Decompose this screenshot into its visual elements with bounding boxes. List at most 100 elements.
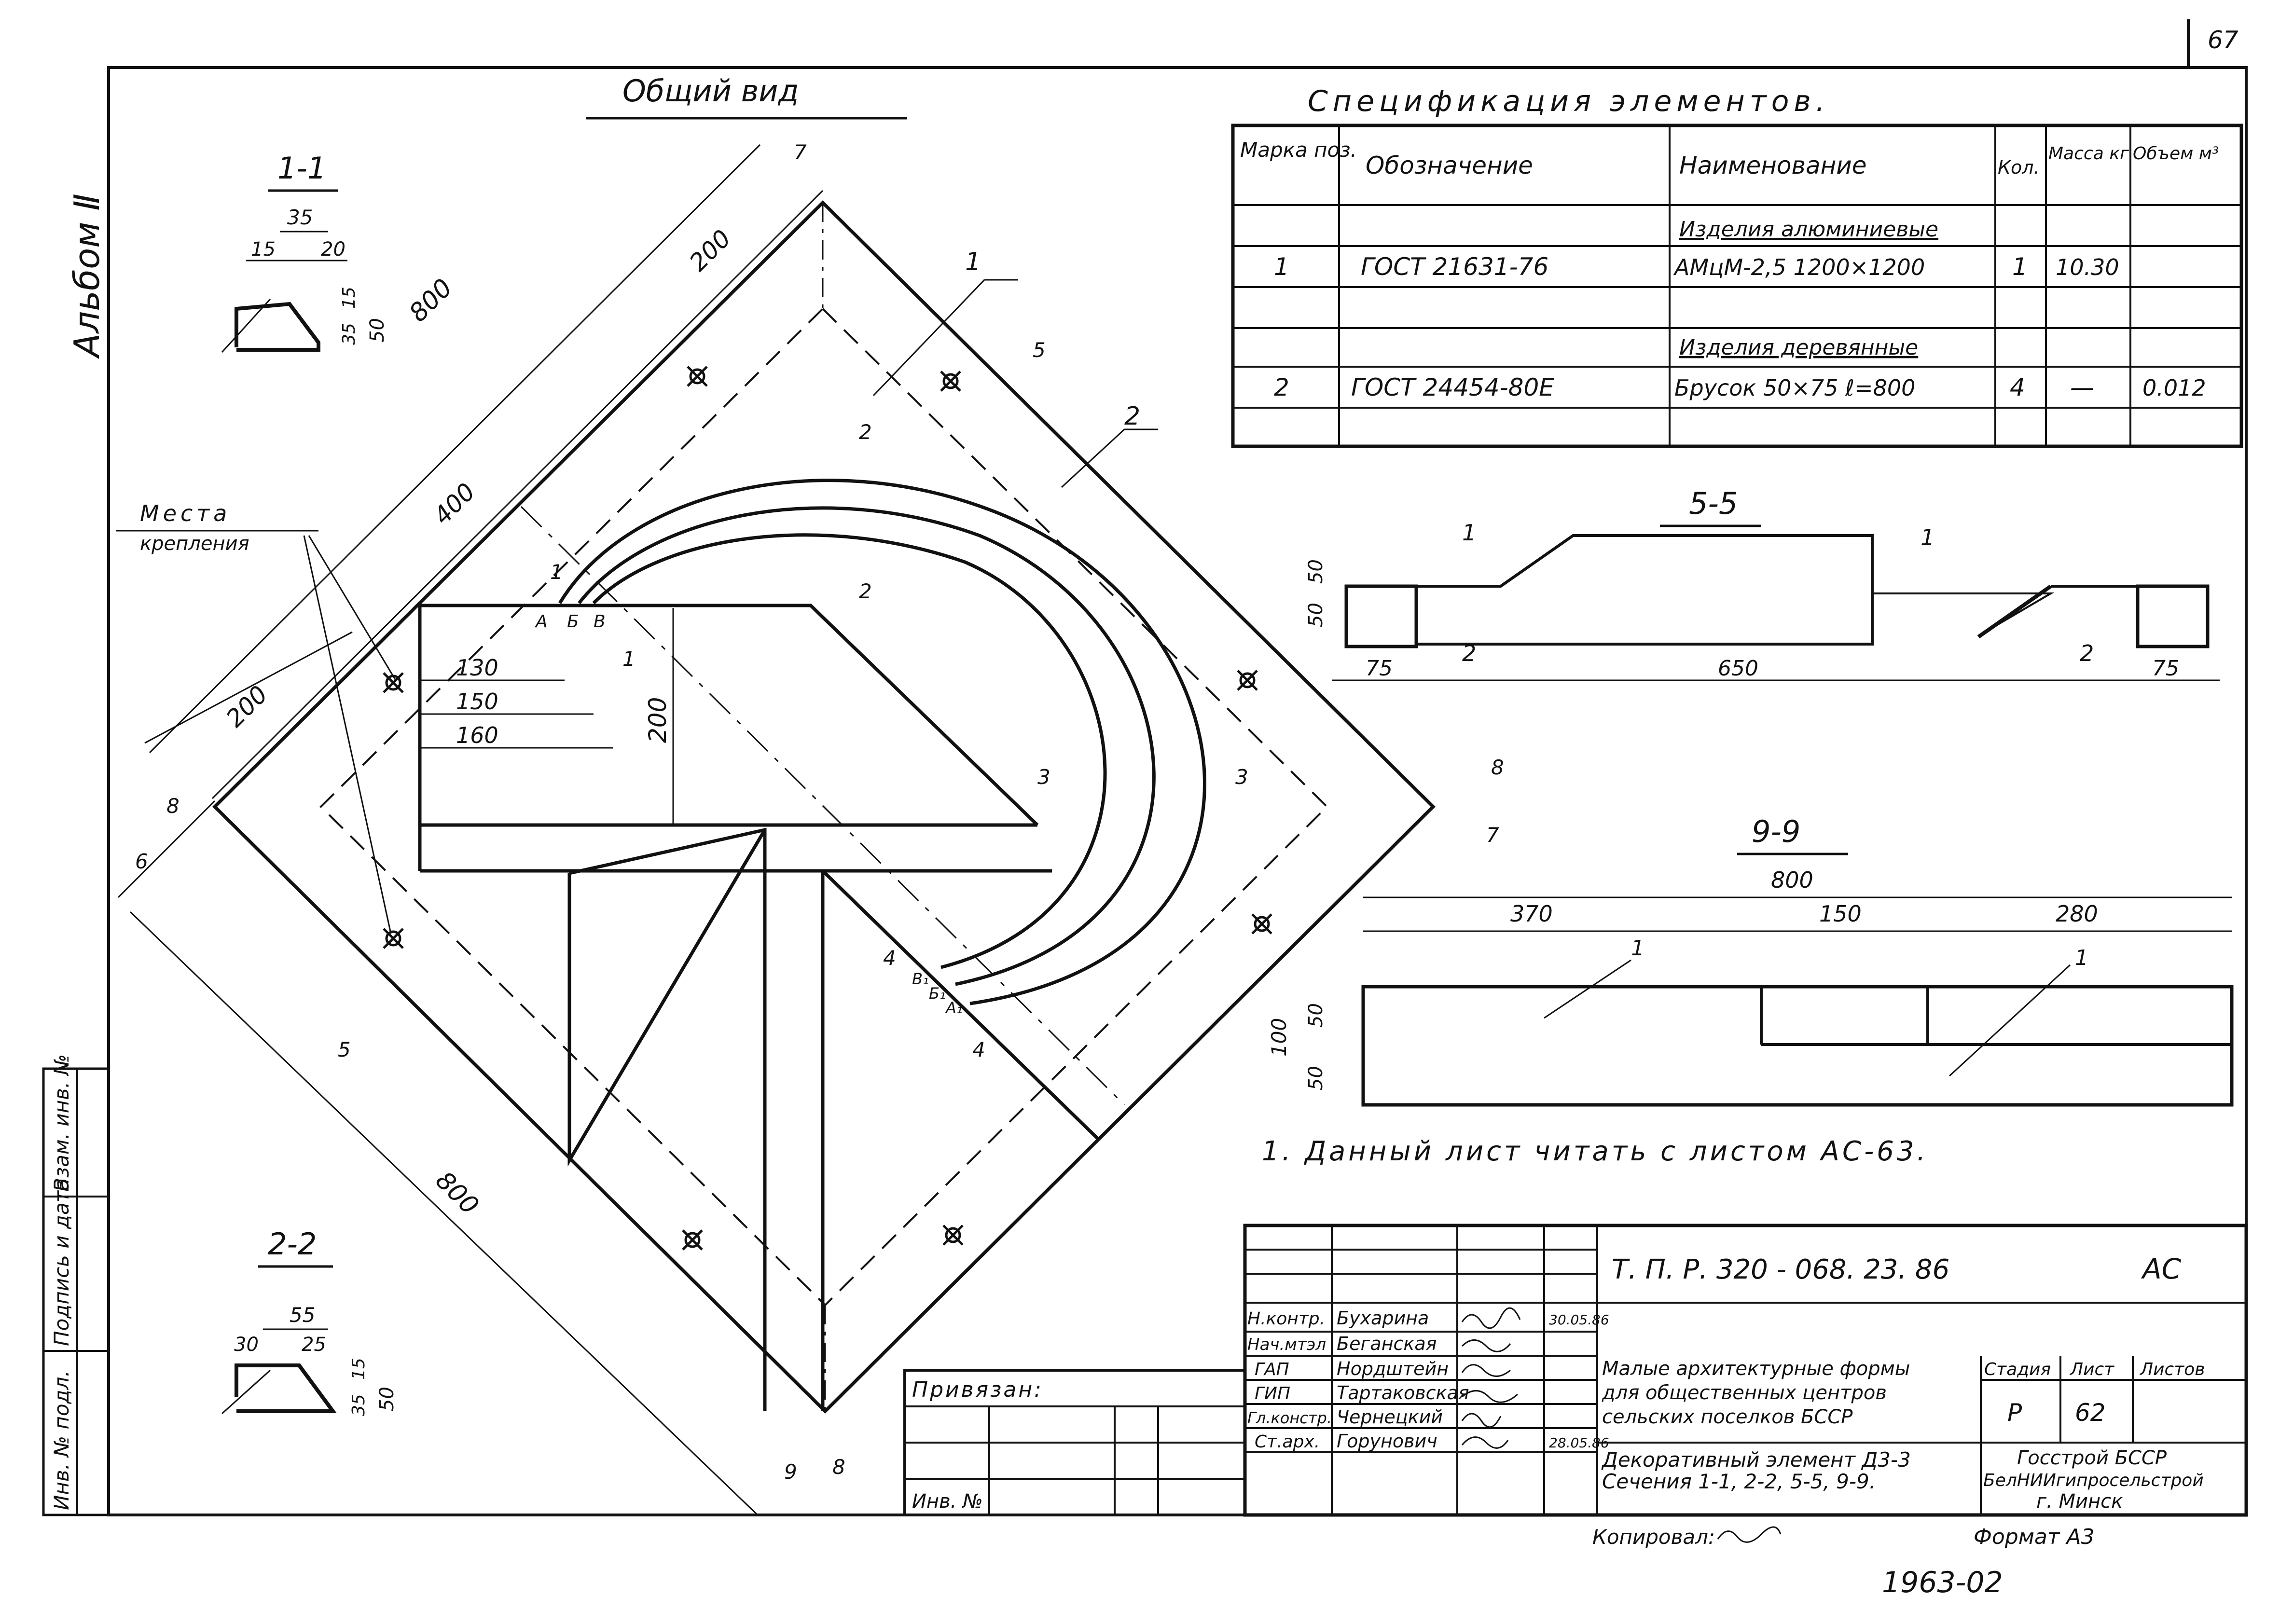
s55-mark-1a: 1	[1462, 520, 1476, 546]
album-label: Альбом Ⅱ	[67, 193, 107, 359]
section-2-2: 2-2 55 30 25 35 15 50	[221, 1226, 398, 1416]
spec-h-qty: Кол.	[1998, 157, 2040, 178]
s99-mark-1b: 1	[2075, 946, 2088, 970]
dim-200-vert: 200	[644, 697, 672, 743]
strip-inv-label: Инв. № подл.	[50, 1370, 73, 1510]
spec-r2-vol: 0.012	[2142, 375, 2206, 401]
fastener-mark	[945, 1227, 961, 1243]
section-mark-2-a: 2	[859, 420, 872, 444]
section-mark-1-a: 1	[550, 560, 563, 584]
section-mark-4-b: 4	[972, 1038, 985, 1061]
section-mark-8-c: 8	[832, 1455, 845, 1479]
strip-sign-label: Подпись и дата	[50, 1178, 73, 1346]
section-mark-8-a: 8	[166, 794, 180, 818]
s99-dim-100: 100	[1267, 1018, 1291, 1057]
fastener-mark	[385, 930, 401, 947]
fastening-label-1: Места	[140, 500, 231, 526]
wood-bar-left	[1344, 584, 1418, 648]
outer-plate-outline	[212, 200, 1436, 1414]
spec-r2-name: Брусок 50×75 ℓ=800	[1674, 375, 1915, 401]
pos1-leader	[872, 279, 985, 397]
spec-h-mass: Масса кг	[2048, 144, 2129, 164]
s55-dim-75b: 75	[2152, 656, 2179, 681]
s55-dim-50a: 50	[1305, 559, 1327, 584]
diagonal-axis	[520, 506, 1125, 1106]
footer-copied: Копировал:	[1592, 1525, 1715, 1549]
left-strip: Инв. № подл. Подпись и дата Взам. инв. №	[42, 1054, 110, 1516]
dim-400: 400	[428, 478, 480, 530]
section-mark-7-b: 7	[1486, 823, 1499, 847]
section-mark-8-b: 8	[1491, 756, 1504, 779]
upper-panel-outline	[420, 604, 1039, 826]
spec-r2-qty: 4	[2010, 373, 2025, 401]
tb-stage-h: Стадия	[1984, 1360, 2051, 1379]
tb-name-6: Горунович	[1337, 1431, 1437, 1452]
section-mark-3-b: 3	[1235, 765, 1248, 789]
point-a: А	[535, 612, 548, 632]
dim-160: 160	[456, 722, 498, 748]
tb-name-2: Беганская	[1337, 1333, 1437, 1354]
sheet-note: 1. Данный лист читать с листом АС-63.	[1262, 1136, 1928, 1167]
decor-shapes	[418, 479, 1206, 1411]
s11-dim-20: 20	[321, 238, 345, 261]
spec-h-name: Наименование	[1679, 151, 1867, 179]
point-b1: Б₁	[929, 984, 946, 1003]
spec-h-mark: Марка поз.	[1240, 138, 1357, 162]
arc-middle	[578, 506, 1156, 986]
spec-r1-mass: 10.30	[2056, 254, 2119, 280]
spec-title: Спецификация элементов.	[1308, 84, 1830, 118]
arc-outer	[558, 479, 1206, 1005]
s99-dim-800: 800	[1771, 867, 1813, 893]
general-view-title: Общий вид	[622, 73, 799, 109]
pos-2-mark: 2	[1124, 402, 1140, 431]
tb-role-6: Ст.арх.	[1255, 1432, 1320, 1452]
section-9-9-title: 9-9	[1752, 814, 1800, 849]
arc-inner	[592, 533, 1107, 969]
section-mark-1-b: 1	[622, 647, 636, 671]
spec-h-desig: Обозначение	[1366, 151, 1533, 179]
spec-group1: Изделия алюминиевые	[1679, 217, 1938, 242]
fastener-mark	[942, 373, 959, 389]
dim-200-left: 200	[221, 680, 273, 732]
section-mark-7-a: 7	[794, 140, 807, 164]
spec-h-vol: Объем м³	[2133, 144, 2219, 164]
section-mark-4-a: 4	[883, 946, 896, 970]
tb-section: АС	[2141, 1252, 2182, 1285]
section-5-5: 5-5 75 650 75 50 50 1 1 2 2	[1305, 486, 2220, 681]
fastener-mark	[1239, 672, 1256, 688]
dim-150: 150	[456, 688, 498, 715]
fastener-mark	[1254, 916, 1270, 932]
tb-name-3: Нордштейн	[1337, 1358, 1449, 1379]
dim-800-top: 800	[404, 274, 458, 328]
strip-replace-label: Взам. инв. №	[50, 1054, 73, 1192]
tb-project-3: сельских поселков БССР	[1602, 1406, 1853, 1428]
inv-label: Инв. №	[912, 1490, 983, 1513]
tb-role-5: Гл.констр.	[1247, 1409, 1332, 1427]
s55-mark-2b: 2	[2080, 640, 2094, 666]
spec-r1-desig: ГОСТ 21631-76	[1361, 253, 1548, 281]
s55-dim-50b: 50	[1305, 603, 1327, 627]
spec-r2-mark: 2	[1274, 373, 1289, 401]
tb-role-1: Н.контр.	[1247, 1309, 1325, 1329]
point-v1: В₁	[912, 970, 929, 988]
section-9-9: 9-9 800 370 150 280 100 50 50 1 1	[1267, 814, 2234, 1107]
spec-r1-name: АМцМ-2,5 1200×1200	[1673, 254, 1925, 280]
dimension-lines	[117, 144, 824, 1516]
pos-1-mark: 1	[965, 248, 981, 276]
section-mark-6: 6	[135, 850, 148, 873]
tb-project-1: Малые архитектурные формы	[1602, 1358, 1910, 1380]
tb-sheetname-2: Сечения 1-1, 2-2, 5-5, 9-9.	[1602, 1470, 1876, 1493]
dim-800-bottom: 800	[430, 1166, 484, 1221]
section-1-1-title: 1-1	[277, 151, 326, 186]
section-mark-5-b: 5	[1033, 338, 1046, 362]
point-v: В	[594, 612, 606, 632]
fastening-points	[383, 366, 1272, 1251]
spec-r2-desig: ГОСТ 24454-80Е	[1351, 373, 1554, 401]
spec-group2: Изделия деревянные	[1679, 335, 1918, 360]
s55-mark-1b: 1	[1921, 524, 1935, 551]
copier-signature	[1717, 1526, 1782, 1543]
s99-dim-370: 370	[1510, 901, 1553, 927]
section-mark-3-a: 3	[1037, 765, 1050, 789]
tb-role-4: ГИП	[1255, 1384, 1290, 1404]
